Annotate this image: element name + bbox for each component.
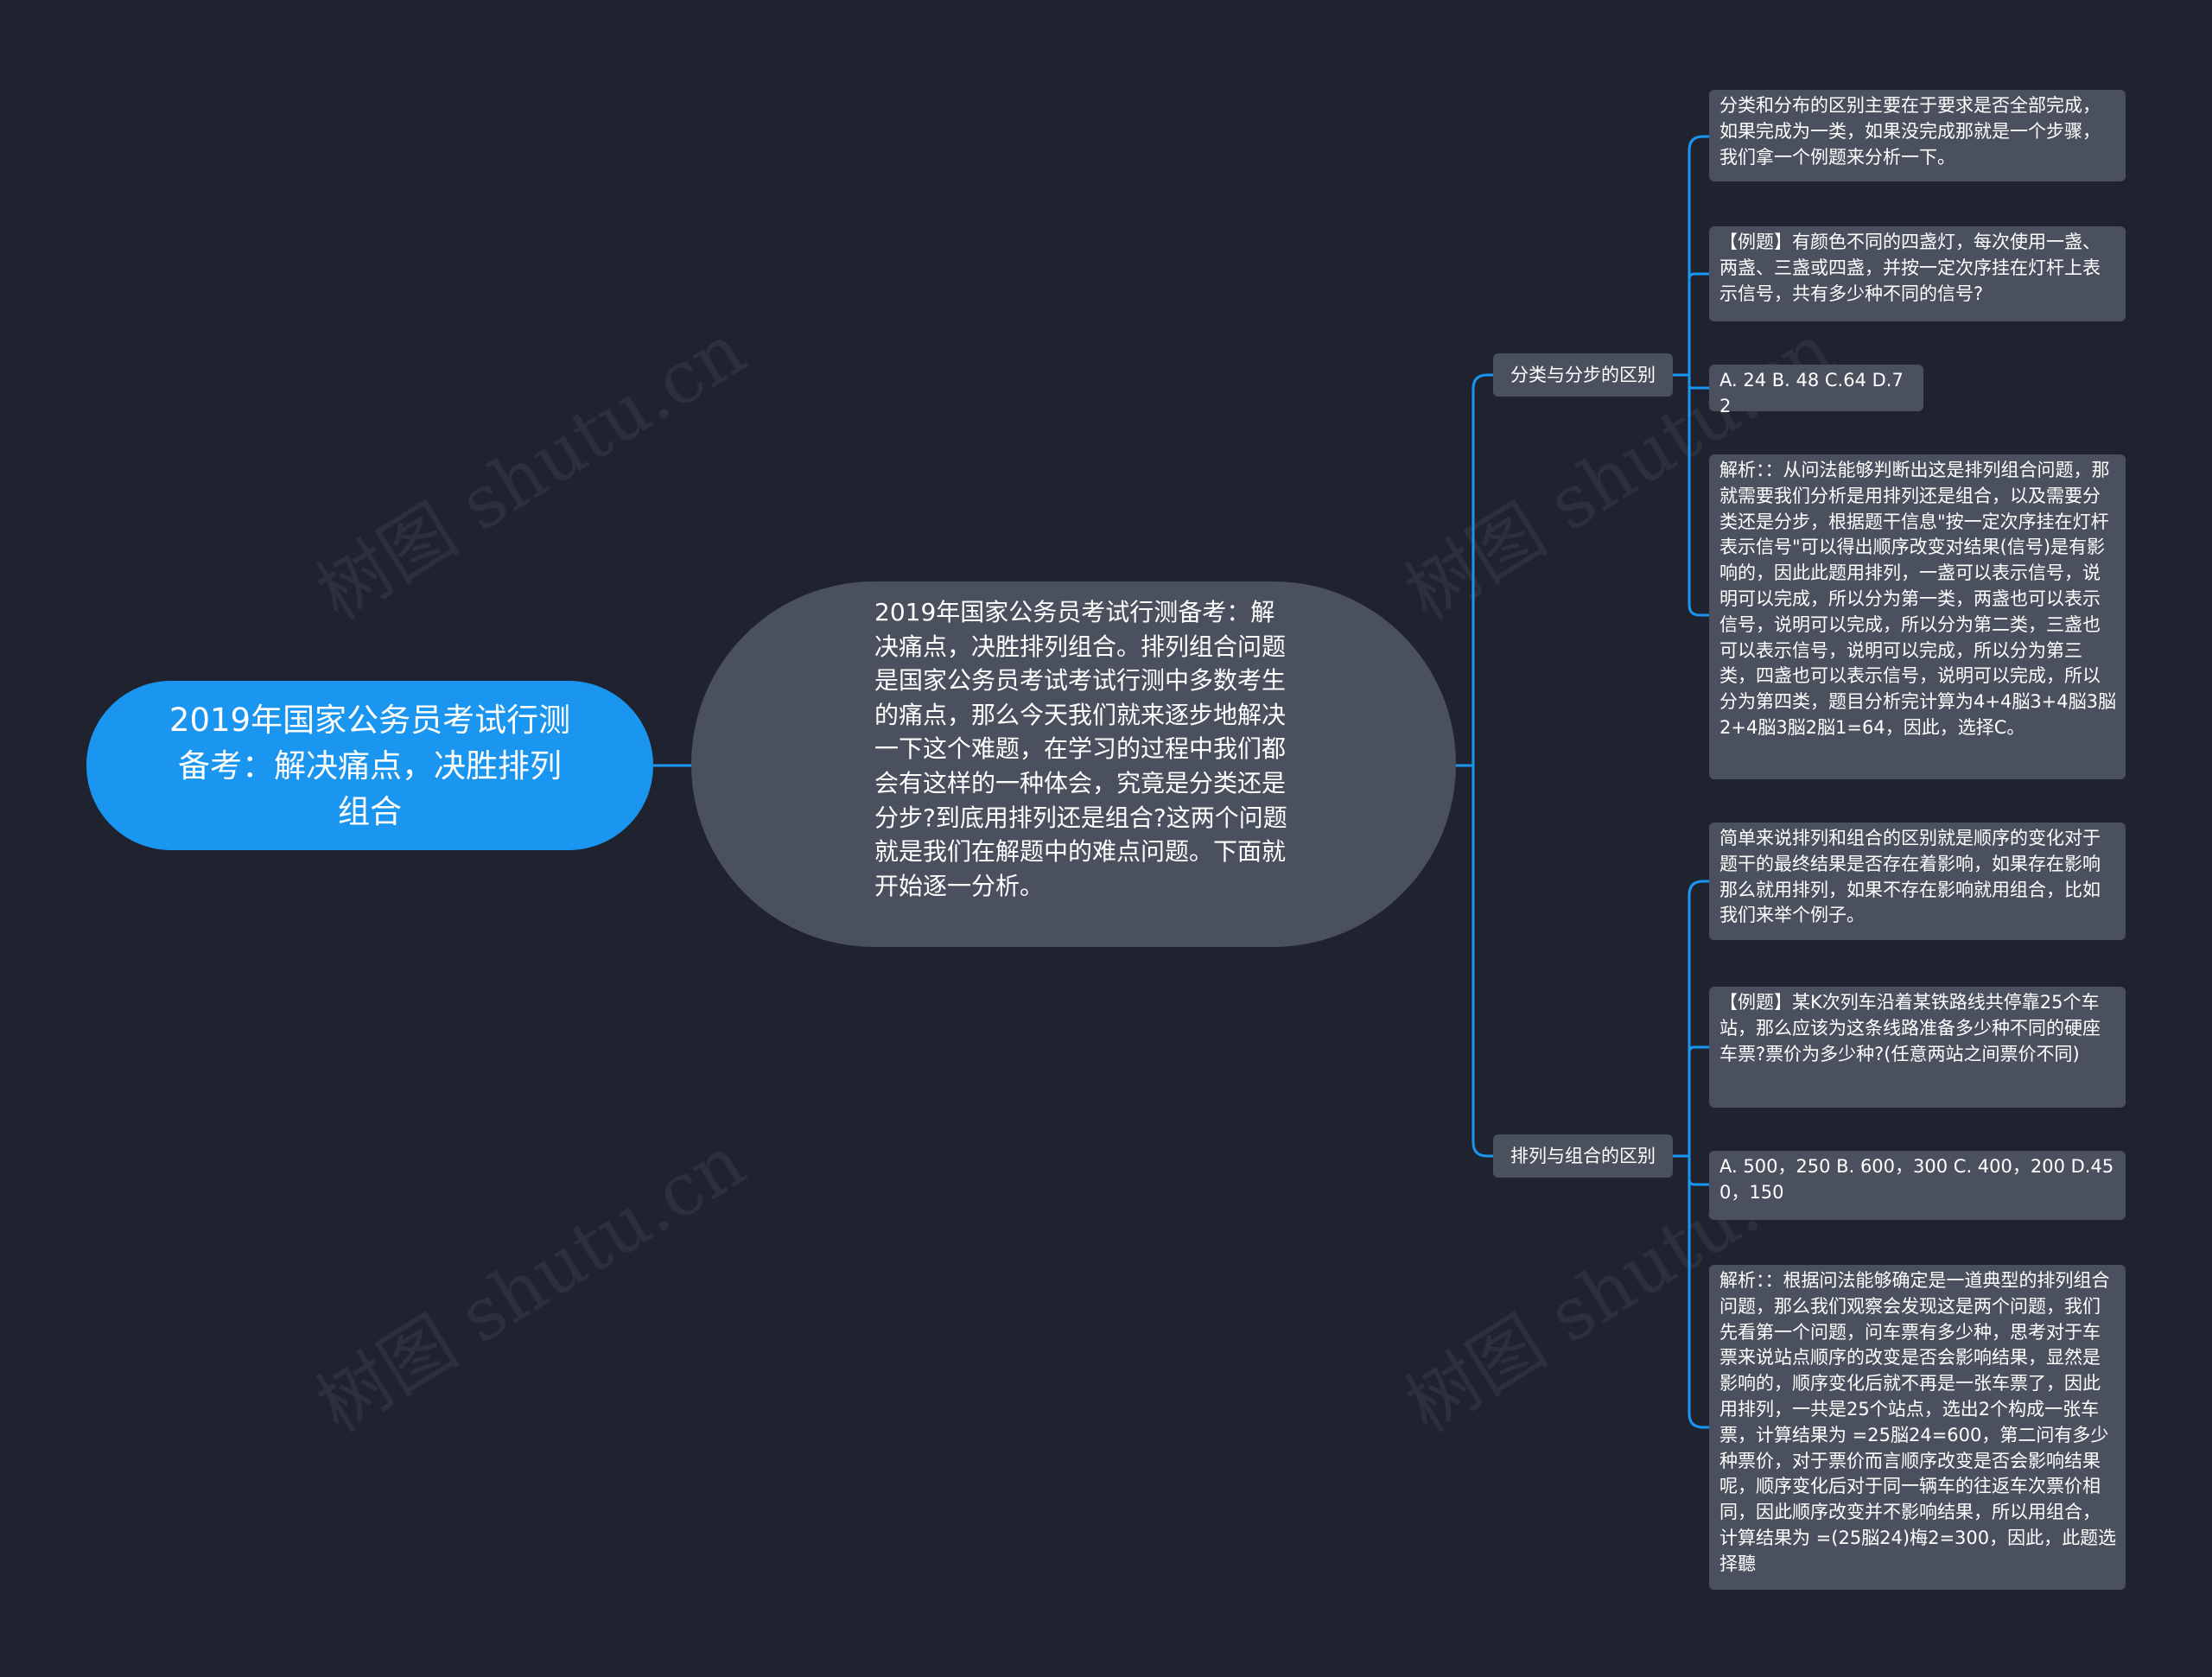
link-branch2-leaves <box>1673 880 1709 1429</box>
leaf-text: 分类和分布的区别主要在于要求是否全部完成，如果完成为一类，如果没完成那就是一个步… <box>1719 95 2101 168</box>
leaf-text: 【例题】有颜色不同的四盏灯，每次使用一盏、两盏、三盏或四盏，并按一定次序挂在灯杆… <box>1719 232 2101 304</box>
leaf-text: 【例题】某K次列车沿着某铁路线共停靠25个车站，那么应该为这条线路准备多少种不同… <box>1719 992 2101 1064</box>
leaf-text: 解析：：根据问法能够确定是一道典型的排列组合问题，那么我们观察会发现这是两个问题… <box>1719 1270 2117 1574</box>
center-node-text: 2019年国家公务员考试行测备考：解决痛点，决胜排列组合。排列组合问题是国家公务… <box>874 598 1287 900</box>
leaf-node[interactable]: 解析：：从问法能够判断出这是排列组合问题，那就需要我们分析是用排列还是组合，以及… <box>1709 454 2126 779</box>
root-node[interactable]: 2019年国家公务员考试行测备考：解决痛点，决胜排列组合 <box>86 681 653 850</box>
branch-node-classify-vs-step[interactable]: 分类与分步的区别 <box>1493 353 1673 397</box>
branch-node-permutation-vs-combination[interactable]: 排列与组合的区别 <box>1493 1134 1673 1178</box>
leaf-node[interactable]: 简单来说排列和组合的区别就是顺序的变化对于题干的最终结果是否存在着影响，如果存在… <box>1709 823 2126 940</box>
center-node[interactable]: 2019年国家公务员考试行测备考：解决痛点，决胜排列组合。排列组合问题是国家公务… <box>691 581 1456 947</box>
leaf-node[interactable]: 【例题】某K次列车沿着某铁路线共停靠25个车站，那么应该为这条线路准备多少种不同… <box>1709 987 2126 1108</box>
leaf-node[interactable]: A. 500，250 B. 600，300 C. 400，200 D.450，1… <box>1709 1151 2126 1220</box>
leaf-text: A. 500，250 B. 600，300 C. 400，200 D.450，1… <box>1719 1156 2114 1203</box>
leaf-text: 简单来说排列和组合的区别就是顺序的变化对于题干的最终结果是否存在着影响，如果存在… <box>1719 828 2101 926</box>
link-center-branches <box>1456 373 1493 1158</box>
leaf-node[interactable]: 分类和分布的区别主要在于要求是否全部完成，如果完成为一类，如果没完成那就是一个步… <box>1709 90 2126 181</box>
root-node-text: 2019年国家公务员考试行测备考：解决痛点，决胜排列组合 <box>168 701 571 830</box>
branch-label: 排列与组合的区别 <box>1510 1146 1656 1166</box>
leaf-text: A. 24 B. 48 C.64 D.72 <box>1719 370 1904 416</box>
leaf-node[interactable]: 【例题】有颜色不同的四盏灯，每次使用一盏、两盏、三盏或四盏，并按一定次序挂在灯杆… <box>1709 226 2126 321</box>
link-branch1-leaves <box>1673 135 1709 617</box>
leaf-node[interactable]: 解析：：根据问法能够确定是一道典型的排列组合问题，那么我们观察会发现这是两个问题… <box>1709 1265 2126 1590</box>
leaf-text: 解析：：从问法能够判断出这是排列组合问题，那就需要我们分析是用排列还是组合，以及… <box>1719 460 2116 738</box>
leaf-node[interactable]: A. 24 B. 48 C.64 D.72 <box>1709 365 1923 416</box>
branch-label: 分类与分步的区别 <box>1510 365 1656 385</box>
